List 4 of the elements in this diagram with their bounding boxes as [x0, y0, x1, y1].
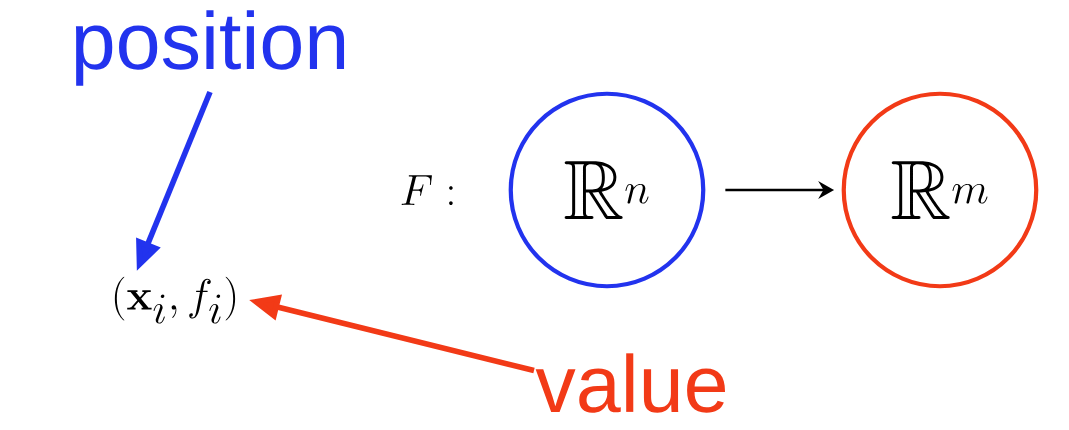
- formula-label: $F :$: [401, 175, 453, 205]
- formula: $(\mathbf{x}_i, f_i)$: [114, 276, 236, 324]
- callout-text: position: [75, 10, 344, 86]
- callout-text: value: [535, 353, 725, 413]
